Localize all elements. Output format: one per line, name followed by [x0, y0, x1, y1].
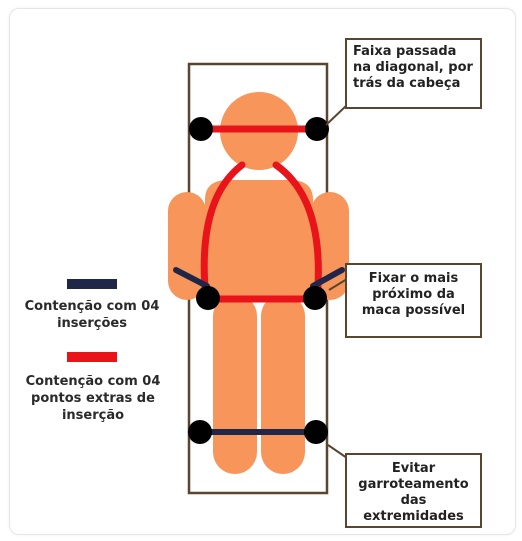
connector-middle	[328, 278, 348, 291]
anchor-ankle-left	[188, 420, 212, 444]
torso	[205, 180, 313, 302]
anchor-head-left	[189, 117, 213, 141]
connector-bottom	[327, 444, 348, 459]
callout-middle: Fixar o mais próximo da maca possível	[345, 263, 482, 338]
callout-bottom-text: Evitar garroteamento das extremidades	[358, 461, 469, 524]
left-wrist-strap	[173, 267, 210, 289]
anchor-ankle-right	[304, 420, 328, 444]
legend-swatch-navy	[67, 279, 117, 289]
anchor-waist-left	[196, 286, 220, 310]
legend-swatch-red	[67, 352, 117, 362]
red-restraint	[200, 125, 322, 304]
callout-top: Faixa passada na diagonal, por trás da c…	[345, 38, 482, 109]
callout-top-text: Faixa passada na diagonal, por trás da c…	[353, 44, 473, 91]
anchor-head-right	[305, 117, 329, 141]
diagonal-strap-right	[272, 161, 322, 304]
legend-label-red: Contenção com 04 pontos extras de inserç…	[25, 374, 161, 423]
left-leg	[213, 294, 257, 474]
right-wrist-strap	[310, 267, 345, 289]
callout-bottom: Evitar garroteamento das extremidades	[345, 453, 482, 528]
callout-connectors	[325, 104, 348, 459]
connector-top	[325, 104, 348, 126]
anchor-waist-right	[303, 286, 327, 310]
callout-middle-text: Fixar o mais próximo da maca possível	[361, 271, 466, 318]
navy-restraint	[173, 267, 345, 435]
right-leg	[261, 294, 305, 474]
anchor-points	[188, 117, 329, 444]
legend-label-navy: Contenção com 04 inserções	[24, 299, 160, 331]
diagonal-strap-left	[200, 161, 246, 304]
